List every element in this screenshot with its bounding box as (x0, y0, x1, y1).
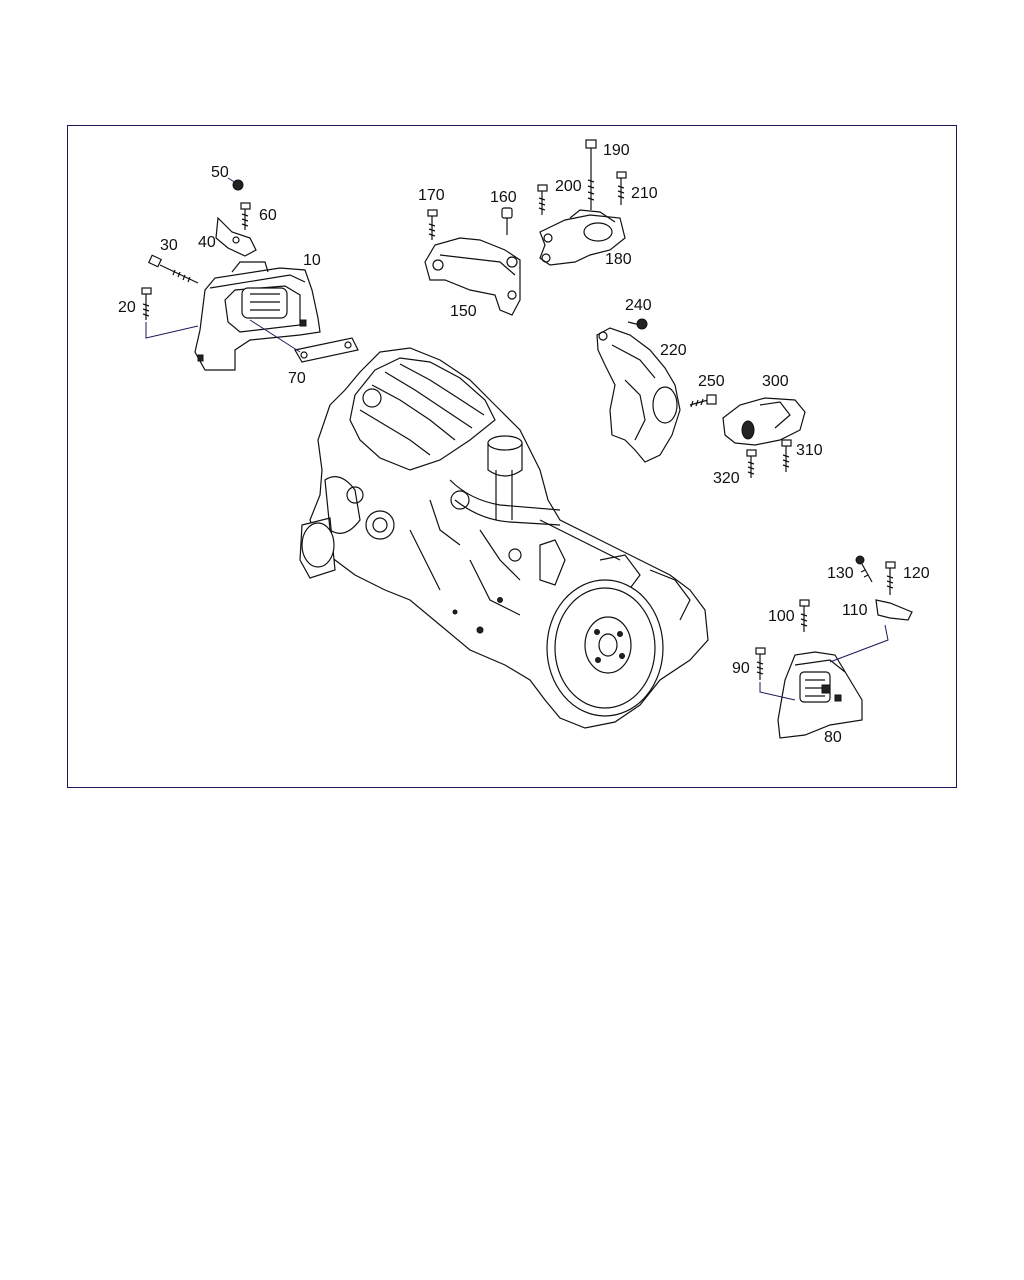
callout-160: 160 (490, 189, 517, 206)
bolt-250 (689, 394, 717, 408)
bracket-40 (215, 216, 257, 257)
bolt-320 (746, 449, 757, 478)
callout-130: 130 (827, 565, 854, 582)
callout-240: 240 (625, 297, 652, 314)
bolt-200 (537, 184, 548, 215)
mount-300 (722, 397, 806, 446)
callout-110: 110 (842, 602, 868, 619)
callout-250: 250 (698, 373, 725, 390)
bolt-240 (627, 318, 648, 330)
bolt-210 (616, 171, 627, 205)
bolt-90 (755, 647, 796, 701)
callout-70: 70 (288, 370, 306, 387)
callout-170: 170 (418, 187, 445, 204)
pin-160 (501, 207, 513, 235)
bolt-100 (799, 599, 810, 632)
callout-320: 320 (713, 470, 740, 487)
callout-20: 20 (118, 299, 136, 316)
callout-190: 190 (603, 142, 630, 159)
callout-30: 30 (160, 237, 178, 254)
bolt-60 (240, 202, 251, 230)
callout-labels: 10 20 30 40 50 60 70 80 90 100 110 120 1… (118, 142, 930, 746)
bolt-170 (427, 209, 438, 240)
diagram-frame (67, 125, 957, 788)
bolt-310 (781, 439, 792, 472)
bolt-50 (227, 177, 244, 191)
callout-60: 60 (259, 207, 277, 224)
callout-210: 210 (631, 185, 658, 202)
engine-mount-left (194, 261, 321, 371)
callout-80: 80 (824, 729, 842, 746)
callout-50: 50 (211, 164, 229, 181)
bolt-190 (585, 139, 597, 210)
callout-220: 220 (660, 342, 687, 359)
callout-40: 40 (198, 234, 216, 251)
callout-100: 100 (768, 608, 795, 625)
plate-70 (249, 319, 359, 363)
bracket-150 (424, 237, 521, 316)
torque-arm-220 (596, 327, 681, 463)
mount-180 (539, 209, 626, 266)
callout-10: 10 (303, 252, 321, 269)
mount-80 (777, 651, 863, 739)
callout-180: 180 (605, 251, 632, 268)
callout-150: 150 (450, 303, 477, 320)
callout-120: 120 (903, 565, 930, 582)
callout-300: 300 (762, 373, 789, 390)
callout-310: 310 (796, 442, 823, 459)
bolt-120 (885, 561, 896, 595)
bracket-110 (829, 599, 913, 663)
callout-90: 90 (732, 660, 750, 677)
engine-assembly (299, 347, 709, 729)
bolt-130 (855, 555, 873, 583)
bolt-20 (141, 287, 199, 339)
callout-200: 200 (555, 178, 582, 195)
bolt-30 (147, 254, 199, 284)
